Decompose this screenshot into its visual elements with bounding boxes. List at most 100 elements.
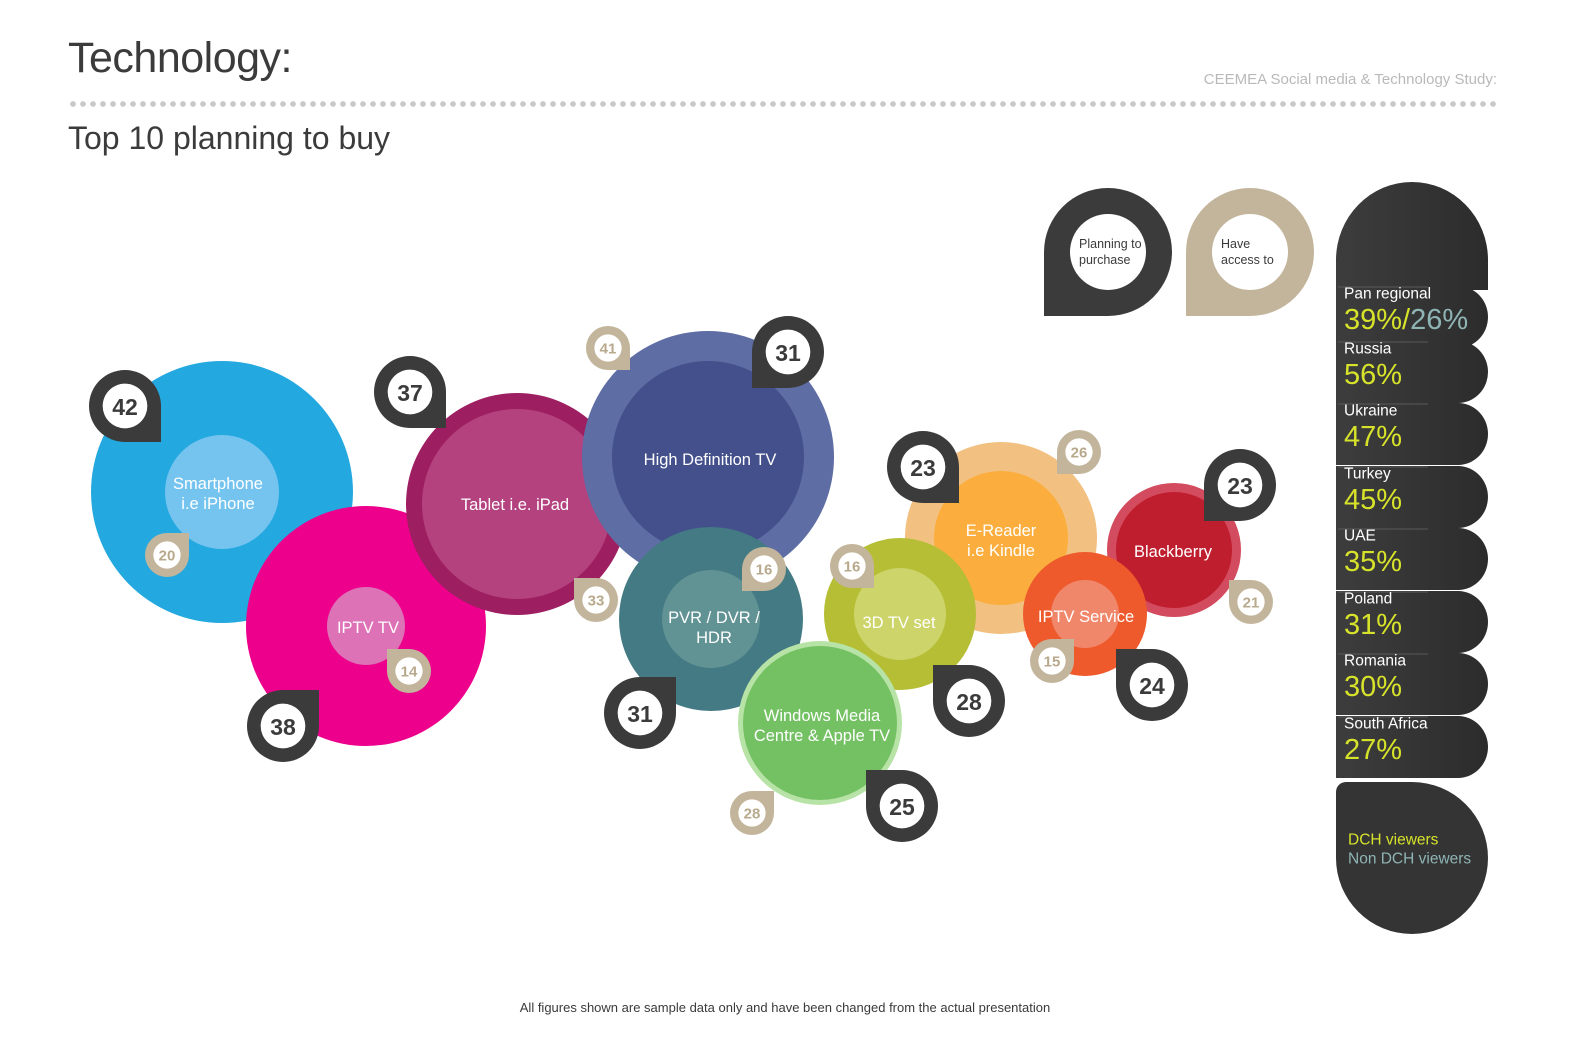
planning-marker-value: 28 — [956, 689, 982, 715]
region-row-shape — [1336, 591, 1488, 653]
planning-marker-hole — [1129, 662, 1175, 708]
bubble-label: Blackberry — [1134, 543, 1213, 561]
legend-non-dch-text: Non DCH viewers — [1348, 851, 1471, 868]
region-row-shape — [1336, 716, 1488, 778]
dotted-divider — [68, 100, 1498, 108]
region-row-shape — [1336, 286, 1488, 348]
region-name: Pan regional — [1344, 286, 1431, 303]
bubble-8: IPTV Service — [1023, 552, 1147, 676]
access-marker: 16 — [742, 547, 786, 591]
planning-marker-value: 31 — [627, 701, 653, 727]
planning-marker-value: 31 — [775, 340, 801, 366]
bubble-inner-circle — [1051, 580, 1119, 648]
access-marker: 14 — [387, 649, 431, 693]
bubble-label: HDR — [696, 629, 732, 647]
access-marker: 41 — [586, 326, 630, 370]
planning-marker: 31 — [604, 677, 676, 749]
region-name: UAE — [1344, 528, 1376, 545]
access-marker-hole — [582, 586, 610, 614]
access-marker-value: 14 — [401, 664, 418, 681]
bubble-2: Tablet i.e. iPad — [406, 393, 628, 615]
access-marker: 16 — [830, 544, 874, 588]
region-dch-value: 31% — [1344, 609, 1402, 641]
chart-subtitle: Top 10 planning to buy — [68, 120, 391, 156]
planning-marker-value: 38 — [270, 714, 296, 740]
bubble-label: 3D TV set — [862, 614, 935, 632]
planning-marker-hole — [260, 703, 306, 749]
region-dch-value: 45% — [1344, 484, 1402, 516]
region-value: 27% — [1344, 734, 1402, 766]
region-value: 56% — [1344, 359, 1402, 391]
bubble-label: i.e iPhone — [181, 495, 254, 513]
region-separator: / — [1402, 304, 1411, 336]
bubble-inner-circle — [422, 409, 612, 599]
study-label: CEEMEA Social media & Technology Study: — [1203, 71, 1497, 88]
bubble-label: i.e Kindle — [967, 542, 1035, 560]
bubble-inner-circle — [1116, 492, 1232, 608]
bubble-inner-circle — [934, 471, 1068, 605]
region-dch-value: 56% — [1344, 359, 1402, 391]
region-name: Turkey — [1344, 466, 1391, 483]
region-value: 35% — [1344, 546, 1402, 578]
bubble-label: Smartphone — [173, 475, 263, 493]
bubble-label: E-Reader — [966, 522, 1037, 540]
access-marker: 21 — [1229, 580, 1273, 624]
planning-marker-value: 23 — [1227, 473, 1253, 499]
access-marker-hole — [750, 555, 778, 583]
access-marker-value: 15 — [1044, 654, 1061, 671]
planning-marker: 24 — [1116, 649, 1188, 721]
legend-planning-text: purchase — [1079, 253, 1130, 267]
region-dch-value: 27% — [1344, 734, 1402, 766]
planning-marker-value: 24 — [1139, 673, 1165, 699]
region-value: 30% — [1344, 671, 1402, 703]
access-marker-hole — [738, 799, 766, 827]
planning-marker-value: 37 — [397, 380, 423, 406]
region-non-dch-value: 26% — [1410, 304, 1468, 336]
access-marker-value: 21 — [1243, 595, 1260, 612]
legend-access-hole — [1212, 214, 1288, 290]
legend-dch-text: DCH viewers — [1348, 832, 1439, 849]
region-name: South Africa — [1344, 716, 1428, 733]
planning-marker-value: 23 — [910, 455, 936, 481]
planning-marker: 25 — [866, 770, 938, 842]
access-marker-value: 28 — [744, 806, 761, 823]
planning-marker-hole — [879, 783, 925, 829]
region-name: Poland — [1344, 591, 1392, 608]
access-marker-hole — [838, 552, 866, 580]
access-marker-hole — [1237, 588, 1265, 616]
bubble-label: PVR / DVR / — [668, 609, 760, 627]
planning-marker-hole — [387, 369, 433, 415]
access-marker: 20 — [145, 533, 189, 577]
disclaimer: All figures shown are sample data only a… — [519, 1000, 1051, 1015]
planning-marker-hole — [102, 383, 148, 429]
access-marker-hole — [1065, 438, 1093, 466]
page-title: Technology: — [68, 34, 293, 82]
bubble-label: IPTV Service — [1038, 608, 1134, 626]
access-marker-hole — [153, 541, 181, 569]
planning-marker: 31 — [752, 316, 824, 388]
bubble-label: IPTV TV — [337, 619, 399, 637]
planning-marker-hole — [1217, 462, 1263, 508]
planning-marker-value: 25 — [889, 794, 915, 820]
planning-marker: 42 — [89, 370, 161, 442]
region-row-shape — [1336, 653, 1488, 715]
access-marker-value: 33 — [588, 593, 605, 610]
region-name: Romania — [1344, 653, 1406, 670]
bubble-inner-circle — [743, 646, 897, 800]
region-value: 47% — [1344, 421, 1402, 453]
access-marker-value: 41 — [600, 341, 617, 358]
bubble-label: Tablet i.e. iPad — [461, 496, 569, 514]
planning-marker-hole — [765, 329, 811, 375]
legend-access-text: Have — [1221, 237, 1250, 251]
access-marker-value: 16 — [844, 559, 861, 576]
region-value: 45% — [1344, 484, 1402, 516]
bubble-inner-circle — [854, 568, 946, 660]
planning-marker-hole — [946, 678, 992, 724]
